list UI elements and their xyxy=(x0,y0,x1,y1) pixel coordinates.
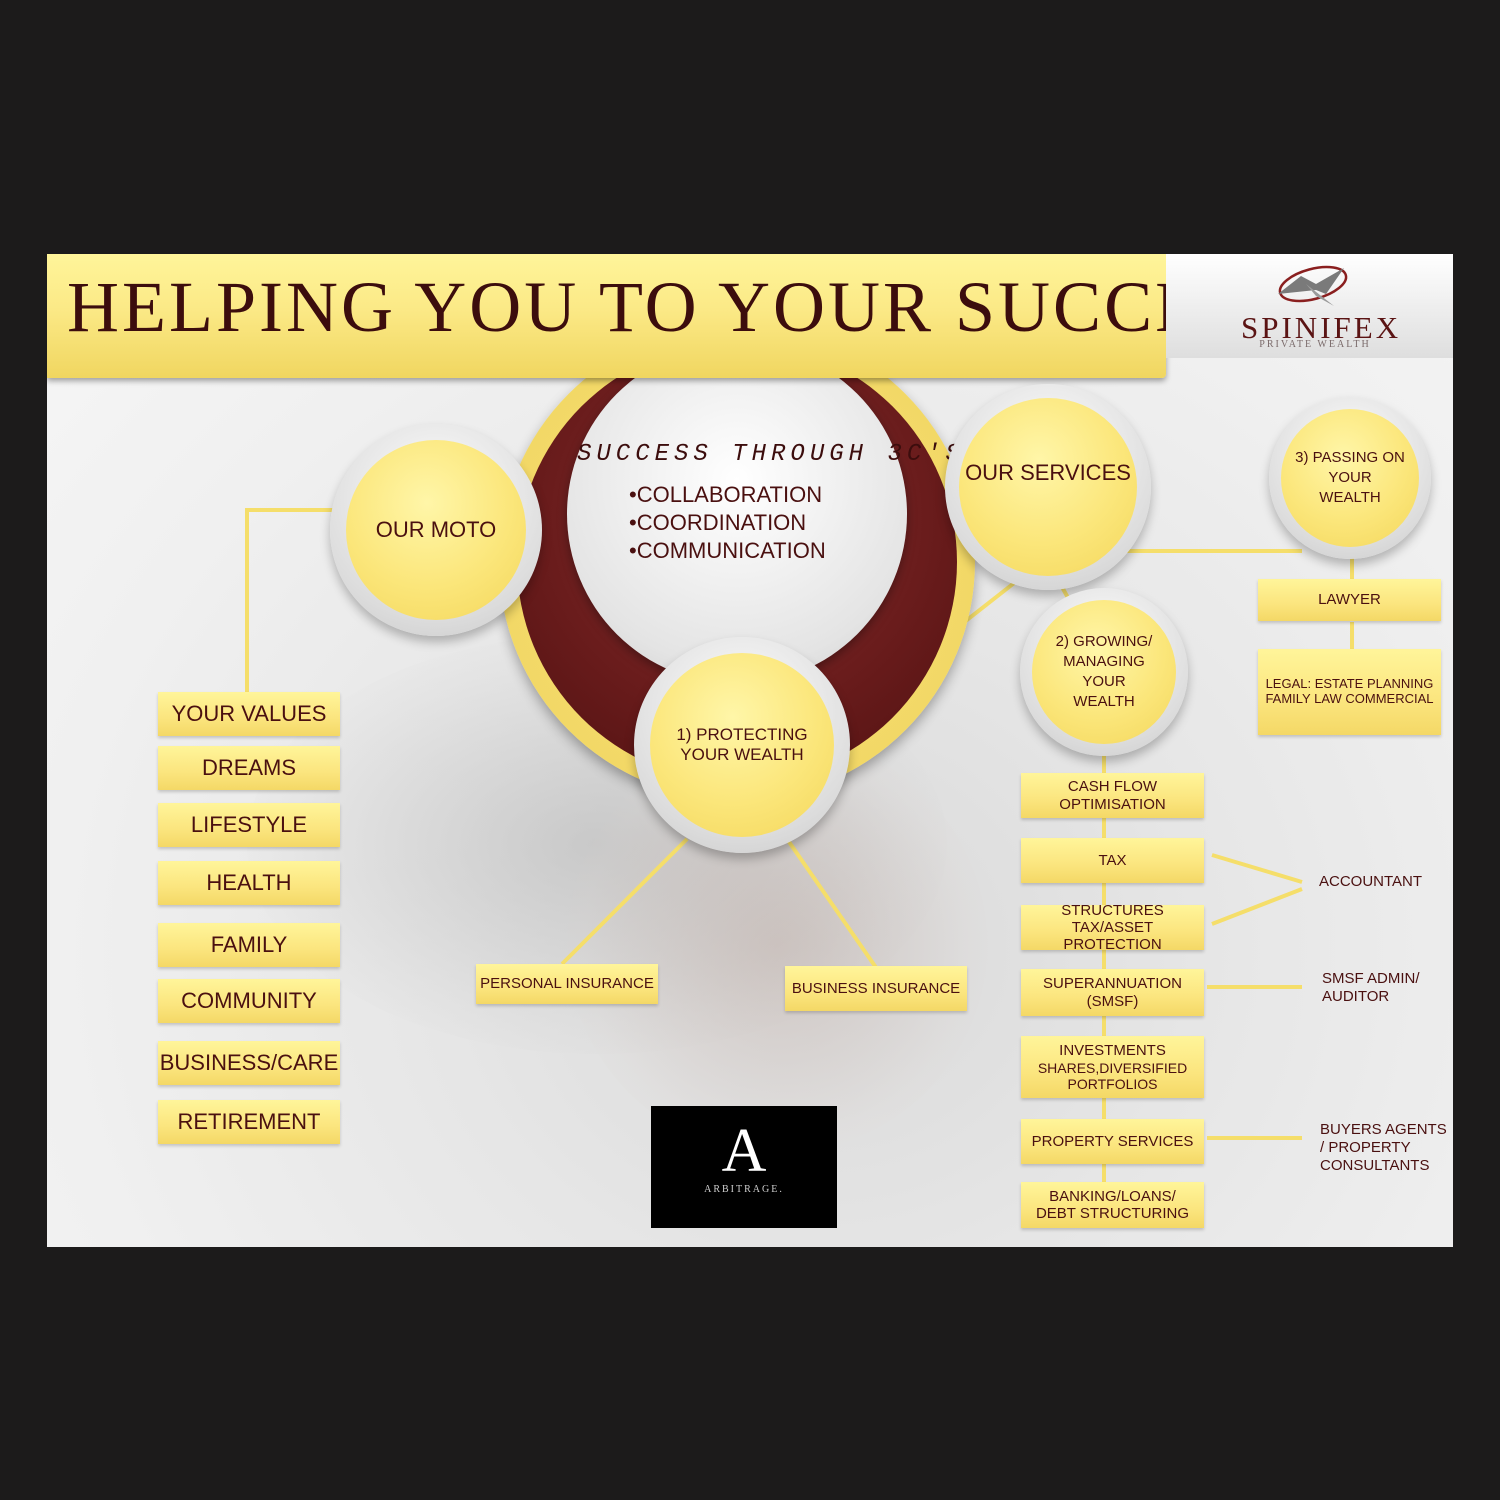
smsf-admin-label: SMSF ADMIN/ AUDITOR xyxy=(1322,970,1420,1006)
tax-box: TAX xyxy=(1021,838,1204,883)
buyers-agents-label: BUYERS AGENTS / PROPERTY CONSULTANTS xyxy=(1320,1121,1447,1175)
value-box: FAMILY xyxy=(158,923,340,967)
hub-item-collaboration: •COLLABORATION xyxy=(629,482,823,507)
personal-insurance-box: PERSONAL INSURANCE xyxy=(476,964,658,1004)
cashflow-box: CASH FLOW OPTIMISATION xyxy=(1021,773,1204,818)
banking-box: BANKING/LOANS/ DEBT STRUCTURING xyxy=(1021,1182,1204,1228)
growing-line-1: 2) GROWING/ xyxy=(1055,632,1153,650)
spinifex-logo-name: SPINIFEX xyxy=(1241,310,1402,345)
investments-line-1: INVESTMENTS xyxy=(1059,1042,1166,1060)
growing-line-3: YOUR xyxy=(1082,673,1126,690)
investments-line-2: SHARES,DIVERSIFIED xyxy=(1037,1059,1188,1076)
page-title: HELPING YOU TO YOUR SUCCESS xyxy=(67,267,1289,347)
value-box: RETIREMENT xyxy=(158,1100,340,1144)
value-box: LIFESTYLE xyxy=(158,803,340,847)
diagram-board: SUCCESS THROUGH 3C'S •COLLABORATION •COO… xyxy=(47,254,1453,1247)
cashflow-line-1: CASH FLOW xyxy=(1067,778,1158,796)
value-box: YOUR VALUES xyxy=(158,692,340,736)
personal-insurance-connector xyxy=(560,837,689,966)
our-moto-label: OUR MOTO xyxy=(375,517,497,542)
super-line-2: (SMSF) xyxy=(1086,992,1139,1010)
buyers-line-2: / PROPERTY xyxy=(1320,1139,1411,1156)
protecting-wealth-circle: 1) PROTECTING YOUR WEALTH xyxy=(634,637,850,853)
growing-line-2: MANAGING xyxy=(1063,652,1145,670)
title-banner: HELPING YOU TO YOUR SUCCESS xyxy=(47,254,1285,378)
spinifex-logo-panel: SPINIFEX PRIVATE WEALTH xyxy=(1166,254,1453,358)
hub-item-communication: •COMMUNICATION xyxy=(629,538,826,563)
value-box: COMMUNITY xyxy=(158,979,340,1023)
buyers-line-1: BUYERS AGENTS xyxy=(1320,1121,1447,1138)
structures-line-2: TAX/ASSET PROTECTION xyxy=(1063,918,1162,954)
our-services-circle: OUR SERVICES xyxy=(945,384,1151,590)
smsf-line-2: AUDITOR xyxy=(1322,988,1390,1005)
structures-box: STRUCTURES TAX/ASSET PROTECTION xyxy=(1021,901,1204,953)
hub-item-coordination: •COORDINATION xyxy=(629,510,807,535)
hub-center xyxy=(567,344,907,684)
growing-wealth-circle: 2) GROWING/ MANAGING YOUR WEALTH xyxy=(1020,588,1188,756)
passing-wealth-circle: 3) PASSING ON YOUR WEALTH xyxy=(1269,397,1431,559)
tax-accountant-connector xyxy=(1211,853,1303,884)
our-services-label: OUR SERVICES xyxy=(965,460,1131,485)
banking-line-2: DEBT STRUCTURING xyxy=(1035,1205,1190,1222)
spinifex-logo-subtitle: PRIVATE WEALTH xyxy=(1259,339,1371,350)
structures-line-1: STRUCTURES xyxy=(1061,901,1164,919)
arbitrage-logo-letter: A xyxy=(721,1117,767,1185)
arbitrage-logo-name: ARBITRAGE. xyxy=(704,1184,784,1195)
protecting-line-1: 1) PROTECTING xyxy=(676,725,808,744)
spinifex-eagle-icon xyxy=(1278,265,1348,306)
investments-box: INVESTMENTS SHARES,DIVERSIFIED PORTFOLIO… xyxy=(1021,1036,1204,1098)
legal-line-2: FAMILY LAW COMMERCIAL xyxy=(1265,691,1434,706)
value-box: BUSINESS/CARE xyxy=(158,1041,340,1085)
superannuation-box: SUPERANNUATION (SMSF) xyxy=(1021,969,1204,1016)
growing-line-4: WEALTH xyxy=(1073,693,1135,711)
protecting-line-2: YOUR WEALTH xyxy=(680,745,804,764)
legal-box: LEGAL: ESTATE PLANNING FAMILY LAW COMMER… xyxy=(1258,649,1441,735)
business-insurance-box: BUSINESS INSURANCE xyxy=(785,966,967,1011)
super-line-1: SUPERANNUATION xyxy=(1043,975,1182,993)
smsf-line-1: SMSF ADMIN/ xyxy=(1322,970,1420,987)
banking-line-1: BANKING/LOANS/ xyxy=(1049,1187,1176,1205)
passing-line-2: YOUR xyxy=(1328,468,1372,486)
passing-line-3: WEALTH xyxy=(1319,489,1381,507)
business-insurance-connector xyxy=(785,837,879,971)
cashflow-line-2: OPTIMISATION xyxy=(1059,795,1166,813)
investments-line-3: PORTFOLIOS xyxy=(1067,1075,1158,1092)
arbitrage-logo: A ARBITRAGE. xyxy=(651,1106,837,1228)
moto-connector xyxy=(245,508,352,692)
hub-title: SUCCESS THROUGH 3C'S xyxy=(577,441,966,468)
value-box: HEALTH xyxy=(158,861,340,905)
accountant-label: ACCOUNTANT xyxy=(1319,873,1423,890)
passing-line-1: 3) PASSING ON xyxy=(1295,448,1405,466)
lawyer-box: LAWYER xyxy=(1258,579,1441,621)
buyers-line-3: CONSULTANTS xyxy=(1320,1157,1430,1174)
structures-accountant-connector xyxy=(1211,887,1303,926)
property-services-box: PROPERTY SERVICES xyxy=(1021,1119,1204,1164)
value-box: DREAMS xyxy=(158,746,340,790)
our-moto-circle: OUR MOTO xyxy=(330,424,542,636)
legal-line-1: LEGAL: ESTATE PLANNING xyxy=(1265,676,1434,692)
